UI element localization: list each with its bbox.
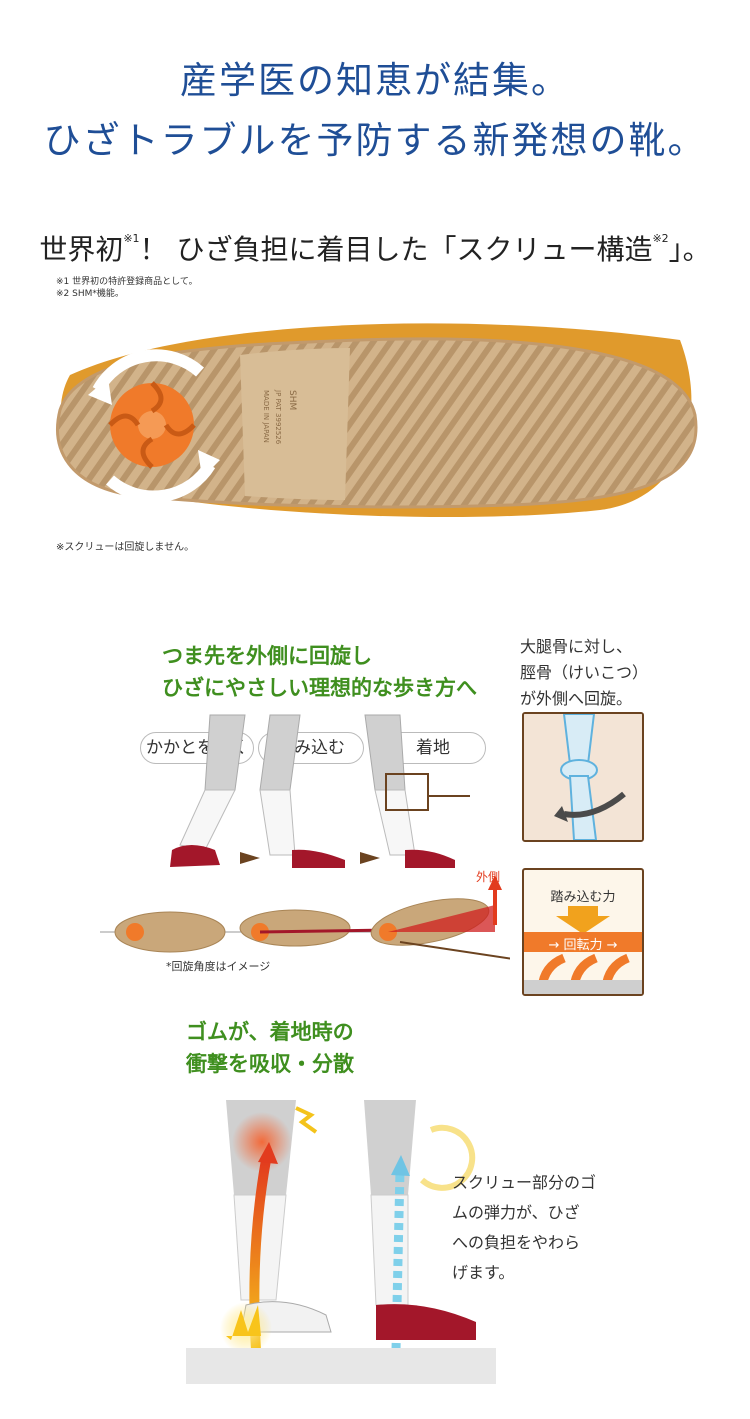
feature-title-sup-1: ※1 — [123, 232, 140, 245]
headline-line-2: ひざトラブルを予防する新発想の靴。 — [43, 119, 707, 162]
screw-icon — [108, 381, 196, 469]
rotate-arrow-top-icon — [92, 349, 204, 394]
rotation-force-label: → 回転力 → — [548, 938, 618, 953]
rotation-note: *回旋角度はイメージ — [166, 960, 271, 973]
feature-title-part-2: ！ ひざ負担に着目した「スクリュー構造 — [139, 233, 653, 266]
arrow-right-icon-2 — [360, 852, 380, 864]
femur-note-line-2: 脛骨（けいこつ） — [520, 663, 649, 682]
force-diagram-icon — [524, 906, 642, 994]
sole-patent-text: JP PAT 3992526 — [274, 389, 282, 445]
feature-title-part-1: 世界初 — [39, 233, 124, 266]
lightning-icon — [295, 1106, 318, 1134]
force-box: 踏み込む力 → 回転力 → — [522, 868, 644, 996]
sole-illustration: SHM JP PAT 3992526 MADE IN JAPAN — [56, 323, 698, 518]
gait-heading-line-1: つま先を外側に回旋し — [162, 644, 372, 668]
rotate-arrow-bottom-icon — [106, 461, 216, 503]
knee-bone-box — [522, 712, 644, 842]
shock-desc-line-3: への負担をやわら — [452, 1233, 581, 1252]
gait-legs-illustration — [170, 714, 470, 868]
femur-note-line-1: 大腿骨に対し、 — [520, 637, 633, 656]
arrow-right-icon — [240, 852, 260, 864]
sole-rotation-illustration — [100, 875, 510, 960]
sole-made-in-text: MADE IN JAPAN — [262, 390, 270, 443]
shock-desc-line-2: ムの弾力が、ひざ — [452, 1203, 580, 1222]
sole-brand-text: SHM — [287, 390, 297, 410]
screw-note: ※スクリューは回旋しません。 — [56, 542, 195, 553]
footnote-2: ※2 SHM*機能。 — [56, 289, 124, 299]
step-force-label: 踏み込む力 — [550, 890, 616, 905]
gait-heading-line-2: ひざにやさしい理想的な歩き方へ — [162, 676, 477, 700]
shock-heading-line-2: 衝撃を吸収・分散 — [186, 1052, 354, 1076]
headline-line-1: 産学医の知恵が結集。 — [180, 59, 570, 102]
feature-title-sup-2: ※2 — [652, 232, 669, 245]
knee-bone-icon — [524, 714, 642, 840]
femur-note: 大腿骨に対し、 脛骨（けいこつ） が外側へ回旋。 — [520, 634, 648, 712]
shock-desc-line-1: スクリュー部分のゴ — [452, 1173, 597, 1192]
shock-desc-line-4: げます。 — [452, 1263, 515, 1282]
shock-description: スクリュー部分のゴ ムの弾力が、ひざ への負担をやわら げます。 — [452, 1168, 596, 1288]
feature-title-part-3: 」。 — [668, 233, 711, 266]
outside-label: 外側 — [476, 870, 501, 884]
femur-note-line-3: が外側へ回旋。 — [520, 689, 633, 708]
shock-legs-illustration — [186, 1100, 496, 1384]
red-shoe-icon — [170, 845, 455, 868]
footnote-1: ※1 世界初の特許登録商品として。 — [56, 277, 198, 287]
shock-heading-line-1: ゴムが、着地時の — [186, 1020, 354, 1044]
feature-title: 世界初※1！ ひざ負担に着目した「スクリュー構造※2」。 — [0, 228, 750, 268]
